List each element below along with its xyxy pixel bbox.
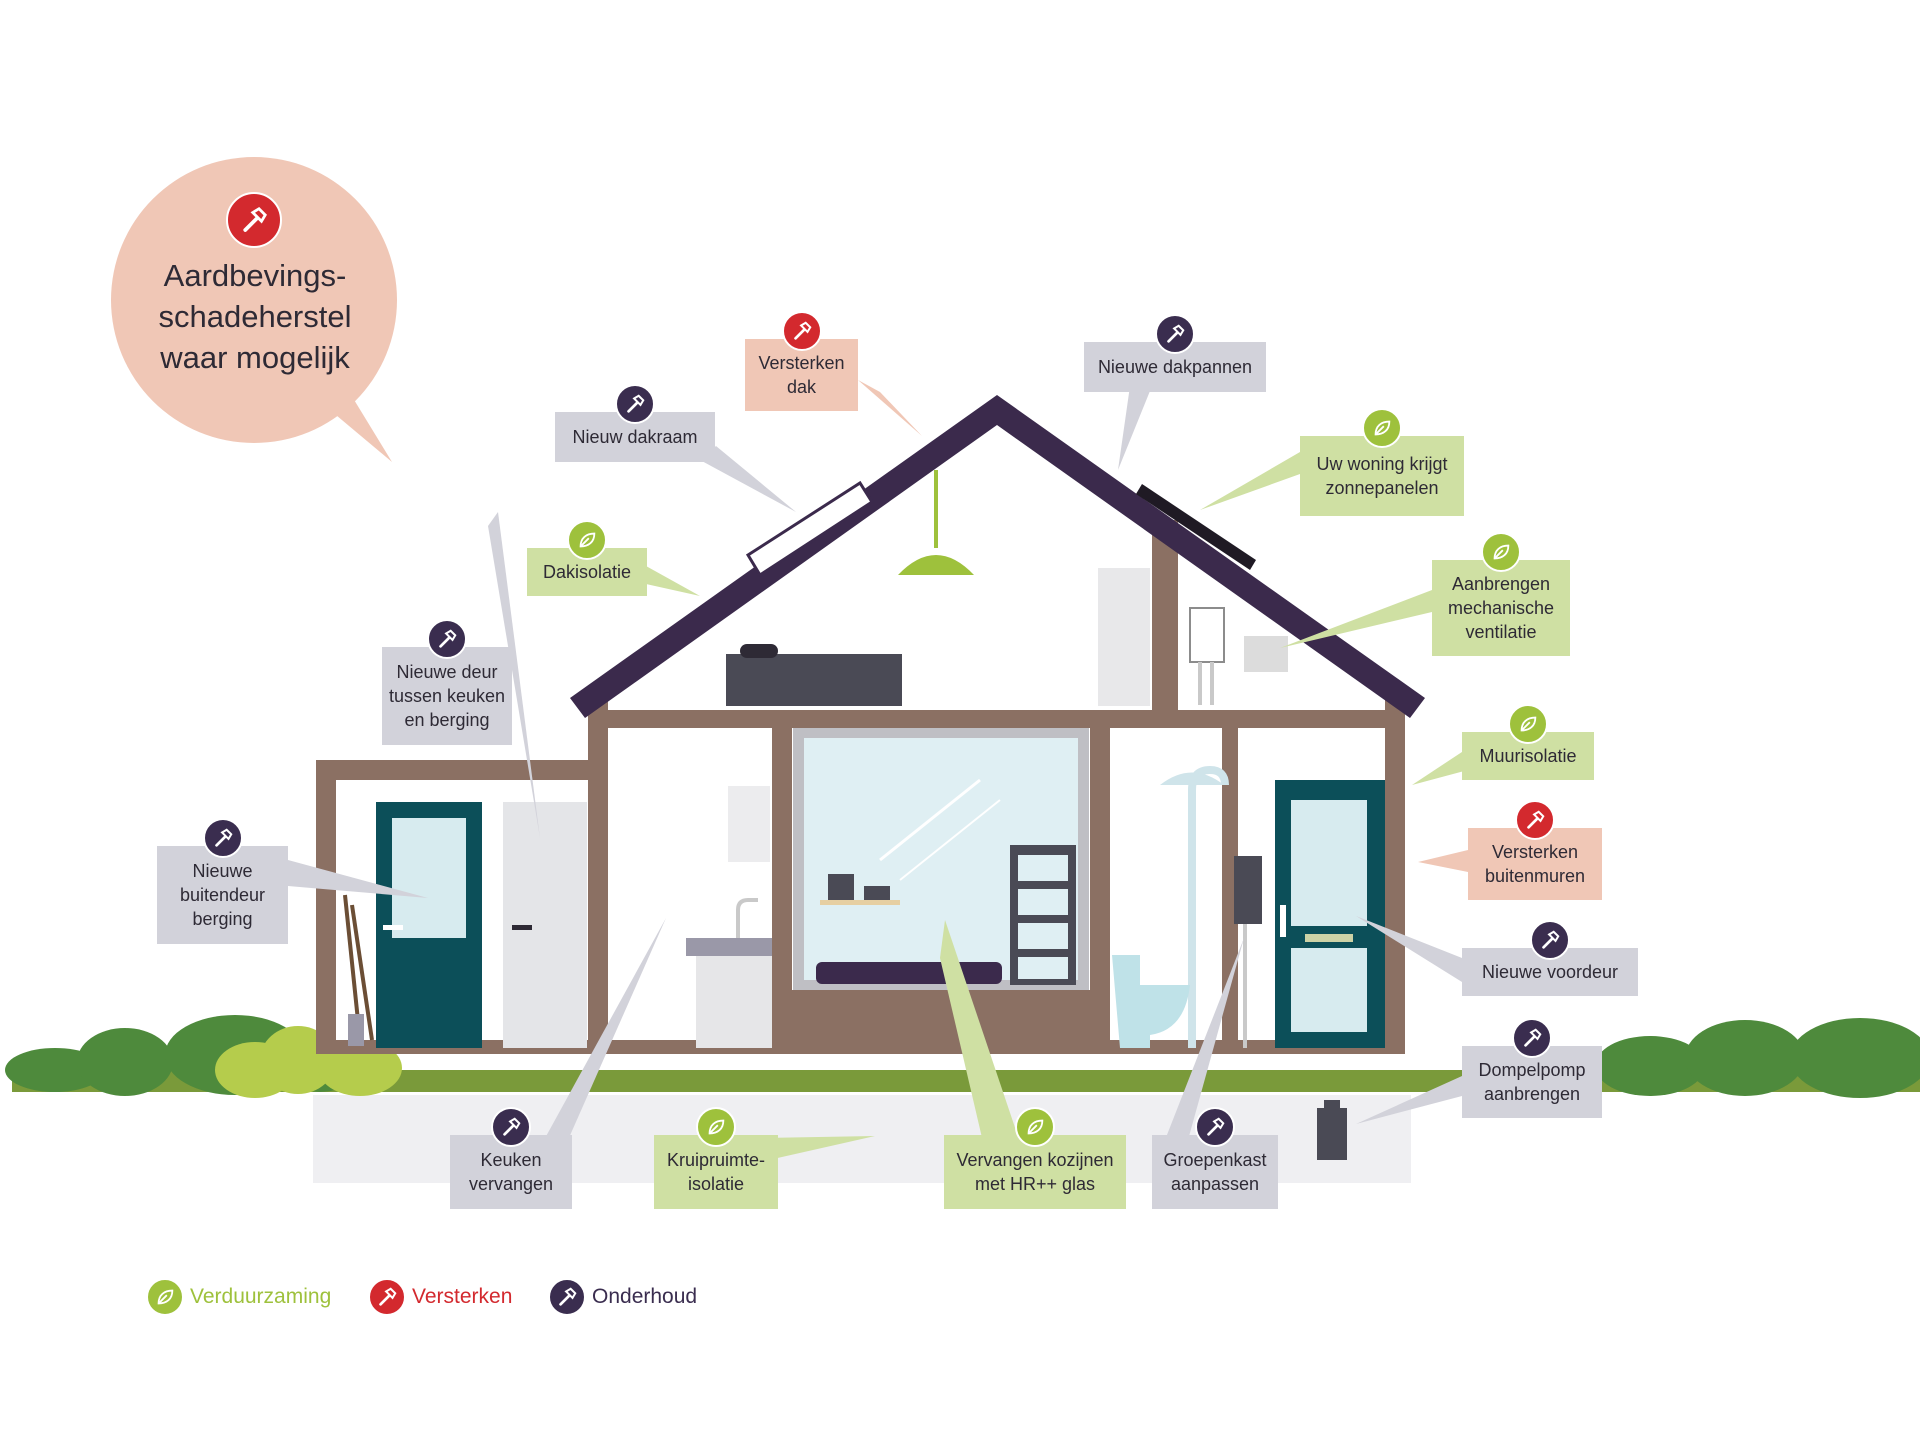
hammer-icon <box>615 384 655 424</box>
hammer-icon <box>202 818 243 858</box>
label-kruipruimte-isolatie: Kruipruimte- isolatie <box>654 1135 778 1209</box>
label-groepenkast: Groepenkast aanpassen <box>1152 1135 1278 1209</box>
hammer-icon <box>491 1107 531 1147</box>
legend-item-versterken: Versterken <box>368 1278 512 1316</box>
boiler <box>1189 607 1225 663</box>
hammer-icon <box>1515 800 1555 840</box>
hammer-icon <box>368 1278 406 1316</box>
label-nieuwe-buitendeur: Nieuwe buitendeur berging <box>157 846 288 944</box>
hammer-icon <box>427 619 467 659</box>
kitchen-cabinet <box>728 786 770 862</box>
ventilation-unit <box>1244 636 1288 672</box>
leaf-icon <box>1015 1107 1055 1147</box>
label-keuken-vervangen: Keuken vervangen <box>450 1135 572 1209</box>
label-versterken-dak: Versterken dak <box>745 339 858 411</box>
hammer-icon <box>226 192 282 248</box>
label-nieuw-dakraam: Nieuw dakraam <box>555 412 715 462</box>
hammer-icon <box>781 311 822 351</box>
shed-wall-left <box>316 760 336 1050</box>
label-dompelpomp: Dompelpomp aanbrengen <box>1462 1046 1602 1118</box>
legend-item-onderhoud: Onderhoud <box>548 1278 697 1316</box>
green-pointers <box>646 452 1468 1172</box>
attic-cupboard <box>1098 568 1150 706</box>
bushes-right <box>1595 1018 1920 1098</box>
toilet <box>1112 955 1190 1048</box>
leaf-icon <box>1362 408 1402 448</box>
label-kozijnen-hr: Vervangen kozijnen met HR++ glas <box>944 1135 1126 1209</box>
living-sofa <box>816 962 1002 984</box>
skylight <box>745 480 875 578</box>
shed-roof-beam <box>316 760 590 780</box>
attic-bed <box>726 654 902 706</box>
hammer-icon <box>548 1278 586 1316</box>
gray-pointers <box>288 386 1462 1140</box>
hammer-icon <box>1195 1107 1235 1147</box>
fuse-box <box>1234 856 1262 924</box>
leaf-icon <box>146 1278 184 1316</box>
legend-item-verduurzaming: Verduurzaming <box>146 1278 331 1316</box>
legend-label: Onderhoud <box>592 1285 698 1308</box>
legend-label: Verduurzaming <box>190 1285 332 1308</box>
intro-speech-bubble <box>111 157 397 443</box>
attic-lamp <box>898 555 974 575</box>
hammer-icon <box>1155 314 1195 354</box>
solar-panel <box>1136 484 1256 570</box>
leaf-icon <box>696 1107 736 1147</box>
kitchen-counter <box>686 938 772 956</box>
intro-bubble-text: Aardbevings- schadeherstel waar mogelijk <box>158 258 352 375</box>
hammer-icon <box>1530 920 1570 960</box>
label-muurisolatie: Muurisolatie <box>1462 732 1594 780</box>
label-zonnepanelen: Uw woning krijgt zonnepanelen <box>1300 436 1464 516</box>
leaf-icon <box>1481 532 1521 572</box>
label-mechanische-ventilatie: Aanbrengen mechanische ventilatie <box>1432 560 1570 656</box>
red-pointers <box>858 380 1468 872</box>
leaf-icon <box>567 520 607 560</box>
speech-bubble-tail <box>330 385 392 462</box>
label-nieuwe-deur-tussen: Nieuwe deur tussen keuken en berging <box>382 647 512 745</box>
label-versterken-buitenmuren: Versterken buitenmuren <box>1468 828 1602 900</box>
legend-label: Versterken <box>412 1285 513 1308</box>
leaf-icon <box>1508 704 1548 744</box>
sump-pump <box>1317 1108 1347 1160</box>
hammer-icon <box>1512 1018 1552 1058</box>
